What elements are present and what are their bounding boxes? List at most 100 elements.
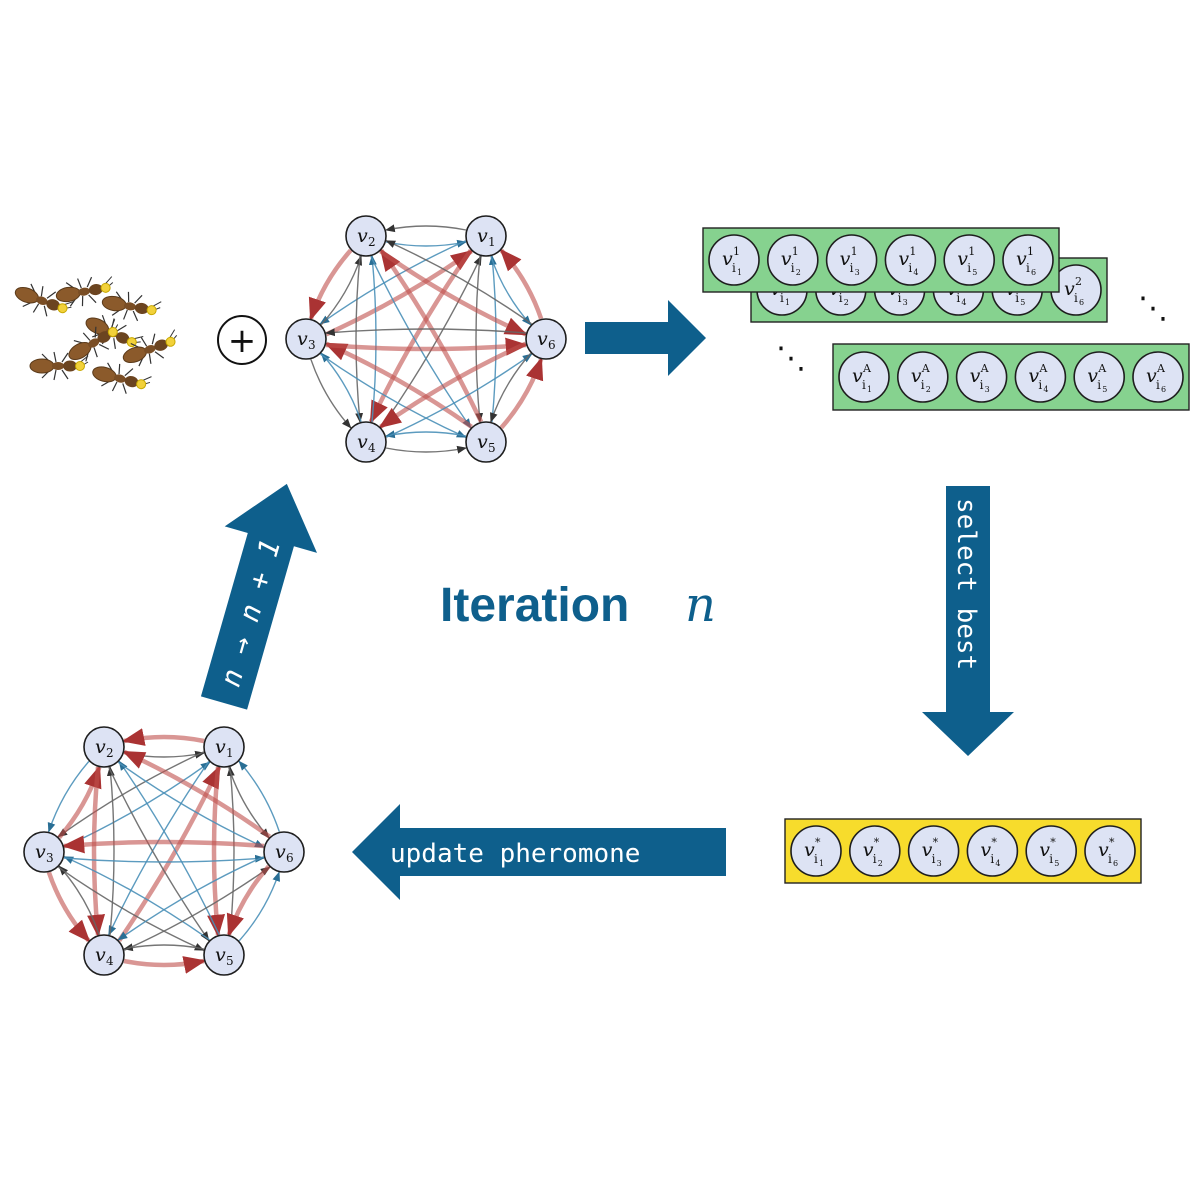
node-label: v <box>1039 839 1050 861</box>
graph-edge <box>122 749 272 839</box>
node-circle <box>83 934 125 976</box>
node-subscript: 5 <box>226 954 234 968</box>
node-label: v <box>722 248 733 270</box>
graph-edge <box>319 240 466 325</box>
graph-edge <box>310 359 352 429</box>
graph-edge <box>325 337 529 356</box>
graph-edge <box>63 854 265 863</box>
node-circle <box>1132 351 1184 403</box>
node-index: i <box>898 291 902 305</box>
graph-edge <box>319 353 467 438</box>
node-label: v <box>970 365 981 387</box>
graph-edge <box>57 866 205 951</box>
node-label: v <box>781 248 792 270</box>
node-circle <box>83 726 125 768</box>
node-circle <box>1084 825 1136 877</box>
node-index: i <box>1074 291 1078 305</box>
node-circle <box>23 831 65 873</box>
graph-edges <box>46 728 280 974</box>
node-subscript: 3 <box>46 851 54 865</box>
node-index-sub: 1 <box>819 859 824 868</box>
node-index-sub: 3 <box>985 385 990 394</box>
update-pheromone-label: update pheromone <box>390 839 640 869</box>
node-circle <box>285 318 327 360</box>
ellipsis-left: ⋱ <box>776 341 806 376</box>
node-superscript: * <box>991 836 997 849</box>
graph-edge <box>124 866 271 951</box>
node-label: v <box>1016 248 1027 270</box>
node-superscript: * <box>874 836 880 849</box>
node-circle <box>790 825 842 877</box>
node-index: i <box>990 852 994 866</box>
graph-edge <box>325 328 527 337</box>
node-index-sub: 3 <box>903 298 908 307</box>
graph-edge <box>499 248 544 320</box>
ant-icon <box>92 362 152 394</box>
node-superscript: A <box>1097 362 1107 375</box>
node-index: i <box>1026 261 1030 275</box>
node-subscript: 2 <box>368 235 376 249</box>
next-iteration-arrow: n → n + 1 <box>200 483 317 710</box>
node-subscript: 1 <box>488 235 496 249</box>
node-subscript: 3 <box>308 338 316 352</box>
arrow-to-solutions <box>585 300 706 376</box>
graph-edge <box>385 445 467 454</box>
graph-edge <box>325 249 474 337</box>
ellipsis-right: ⋱ <box>1138 291 1168 326</box>
graph-edge <box>226 766 235 936</box>
graph-edge <box>108 760 210 936</box>
node-subscript: 1 <box>226 746 234 760</box>
node-superscript: 1 <box>909 245 916 258</box>
node-subscript: 4 <box>368 441 376 455</box>
node-circle <box>708 234 760 286</box>
graph-edge <box>207 766 226 938</box>
graph-edge <box>386 353 533 438</box>
node-index: i <box>1097 378 1101 392</box>
node-label: v <box>1087 365 1098 387</box>
solution-box <box>784 818 1142 884</box>
graph-edge <box>117 761 265 848</box>
graph-edge <box>117 765 222 942</box>
node-index-sub: 6 <box>1079 298 1084 307</box>
title-variable: n <box>685 577 716 633</box>
node-superscript: * <box>1109 836 1115 849</box>
node-index: i <box>956 291 960 305</box>
node-circle <box>943 234 996 286</box>
graph-edge <box>320 255 362 326</box>
node-label: v <box>275 841 286 863</box>
select-best-arrow: select best <box>922 486 1014 756</box>
node-superscript: 1 <box>968 245 975 258</box>
node-label: v <box>215 944 226 966</box>
ant-icon <box>29 351 89 381</box>
node-circle <box>838 351 890 403</box>
graph-edge <box>385 224 467 233</box>
node-index-sub: 5 <box>972 268 977 277</box>
node-label: v <box>215 736 226 758</box>
node-index: i <box>1015 291 1019 305</box>
graph-edge <box>228 767 270 839</box>
node-label: v <box>898 248 909 270</box>
graph-edge <box>46 871 91 943</box>
node-label: v <box>863 839 874 861</box>
node-label: v <box>957 248 968 270</box>
node-circle <box>907 825 960 877</box>
node-superscript: * <box>933 836 939 849</box>
graph-edge <box>370 255 472 429</box>
